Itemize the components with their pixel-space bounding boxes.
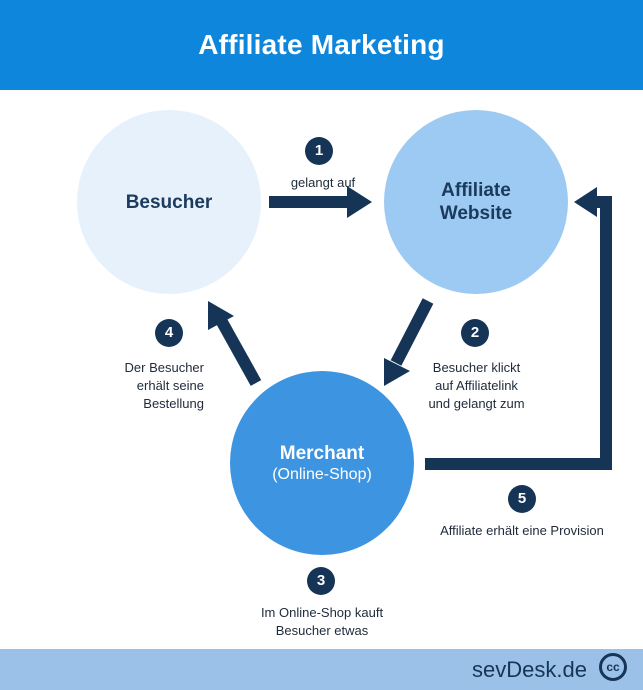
affiliate-label-line1: Affiliate: [441, 180, 511, 201]
step-badge-2: 2: [461, 319, 489, 347]
step-badge-4: 4: [155, 319, 183, 347]
step-5-text: Affiliate erhält eine Provision: [412, 522, 632, 540]
step-3-line-2: Besucher etwas: [275, 623, 369, 638]
step-2-line-1: Besucher klickt: [432, 360, 521, 375]
step-1-line-1: gelangt auf: [290, 175, 356, 190]
arrow-visitor-to-affiliate: [269, 186, 372, 218]
footer-bar: sevDesk.de cc: [0, 649, 643, 690]
step-4-line-2: erhält seine: [136, 378, 204, 393]
step-4-line-3: Bestellung: [143, 396, 204, 411]
step-badge-5: 5: [508, 485, 536, 513]
step-4-line-1: Der Besucher: [124, 360, 204, 375]
affiliate-label: Affiliate Website: [384, 178, 568, 226]
cc-icon: cc: [599, 653, 627, 681]
affiliate-circle: [384, 110, 568, 294]
brand-name[interactable]: sevDesk.de: [472, 657, 587, 682]
step-1-text: gelangt auf: [260, 174, 386, 192]
merchant-circle: [230, 371, 414, 555]
step-3-text: Im Online-Shop kauft Besucher etwas: [222, 604, 422, 640]
page-title: Affiliate Marketing: [198, 29, 445, 60]
arrow-merchant-to-visitor: [208, 301, 262, 386]
merchant-sublabel: (Online-Shop): [272, 466, 372, 483]
visitor-label-text: Besucher: [125, 191, 213, 213]
step-5-line-1: Affiliate erhält eine Provision: [440, 523, 604, 538]
affiliate-label-line2: Website: [439, 203, 513, 224]
merchant-label: Merchant (Online-Shop): [230, 440, 414, 486]
step-3-line-1: Im Online-Shop kauft: [260, 605, 384, 620]
header-bar: Affiliate Marketing: [0, 0, 643, 90]
visitor-circle: [77, 110, 261, 294]
step-badge-3: 3: [307, 567, 335, 595]
arrow-merchant-to-affiliate: [425, 187, 612, 470]
step-2-line-3: und gelangt zum: [428, 396, 525, 411]
step-2-line-2: auf Affiliatelink: [435, 378, 518, 393]
merchant-label-text: Merchant: [279, 443, 365, 464]
arrow-affiliate-to-merchant: [384, 298, 434, 386]
step-badge-1: 1: [305, 137, 333, 165]
step-4-text: Der Besucher erhält seine Bestellung: [64, 359, 204, 413]
visitor-label: Besucher: [77, 180, 261, 224]
step-2-text: Besucher klickt auf Affiliatelink und ge…: [404, 359, 549, 413]
